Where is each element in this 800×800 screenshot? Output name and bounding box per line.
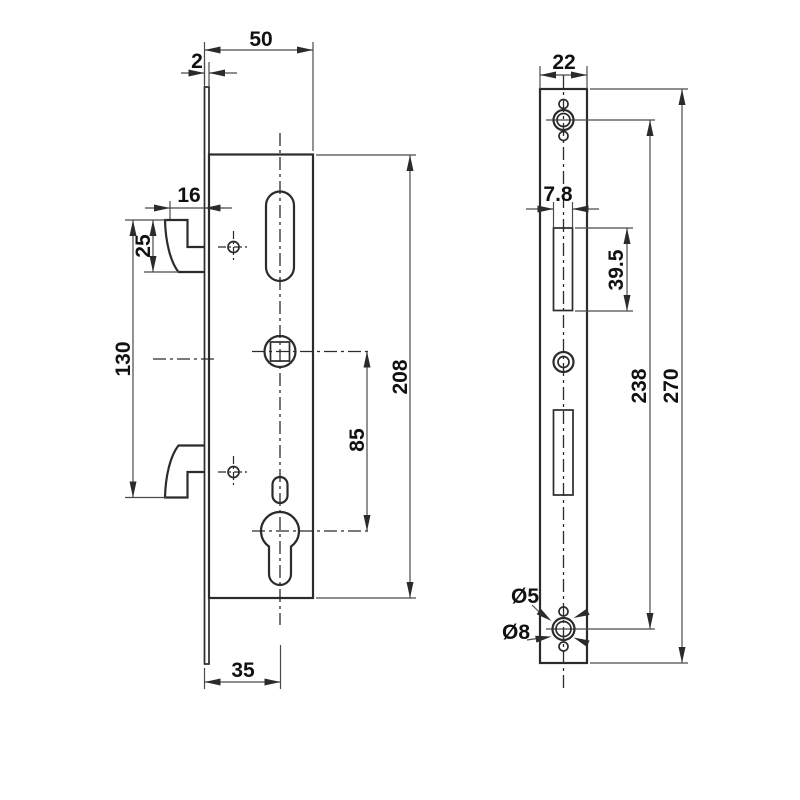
dim-plate-height: 270 [590,88,688,664]
lock-case-view: 50 2 16 25 [112,28,416,689]
bottom-screw-hole [546,606,655,652]
dim-cutout-height: 39.5 [575,227,633,312]
dim-case-height: 208 [316,154,416,599]
top-hook-bolt [163,218,205,274]
dim-hook-projection: 16 [145,184,232,219]
bottom-latch-cutout [552,409,574,496]
dim-plate-height-label: 270 [660,368,683,403]
dim-spindle-to-cylinder-label: 85 [346,428,369,452]
dim-backset: 35 [203,645,282,689]
dim-cutout-height-label: 39.5 [605,249,628,290]
dim-hole-diameter-large: Ø8 [502,621,590,647]
middle-hole [552,350,575,374]
dim-case-depth-label: 50 [249,28,272,51]
dim-plate-width: 22 [539,51,588,89]
screw-hole-top [218,231,249,263]
lock-case-body [207,153,315,600]
dim-hook-height: 25 [125,219,179,273]
dim-hole-diameter-small-label: Ø5 [511,585,539,608]
dim-case-height-label: 208 [389,359,412,394]
dim-screw-hole-spacing-label: 238 [628,368,651,403]
dim-hook-spacing: 130 [112,220,166,499]
dim-faceplate-thickness-label: 2 [191,50,203,73]
screw-hole-bottom [218,456,249,488]
dim-plate-width-label: 22 [552,51,575,74]
dim-hook-projection-label: 16 [177,184,200,207]
dim-spindle-to-cylinder: 85 [346,351,371,531]
dim-hook-spacing-label: 130 [112,341,135,376]
top-latch-cutout [552,227,574,312]
bottom-hook-bolt [163,444,205,499]
dim-hole-diameter-small: Ø5 [511,585,590,621]
euro-cylinder-hole [259,510,301,587]
dim-hole-diameter-large-label: Ø8 [502,621,530,644]
dim-cutout-width-label: 7.8 [543,183,573,206]
dim-case-depth: 50 [203,28,314,151]
dim-hook-height-label: 25 [132,234,155,258]
dim-backset-label: 35 [231,659,255,682]
faceplate-view: 22 7.8 39.5 238 [502,51,688,692]
dim-faceplate-thickness: 2 [181,50,237,87]
dim-cutout-width: 7.8 [526,183,599,228]
dim-screw-hole-spacing: 238 [628,120,654,629]
top-screw-hole [546,98,655,142]
